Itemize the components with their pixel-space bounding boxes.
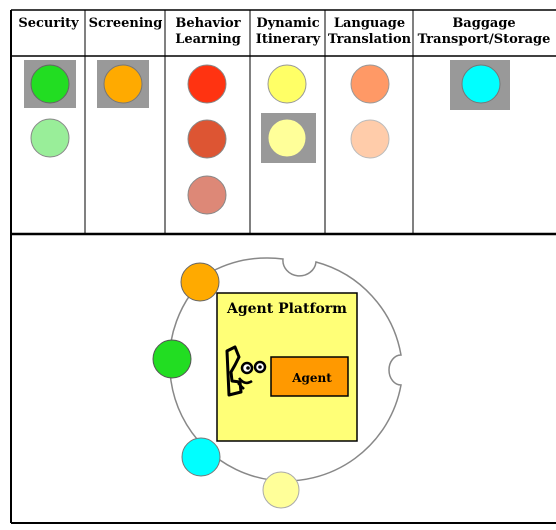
header-security-text: Security <box>18 16 79 31</box>
security-light-agent-circle <box>30 118 70 158</box>
header-baggage-line1: Baggage <box>452 16 516 31</box>
behavior-agent-circle-1 <box>187 64 227 104</box>
header-security: Security <box>12 16 85 32</box>
ring-agent-dynamic <box>262 471 300 509</box>
behavior-agent-circle-3 <box>187 175 227 215</box>
header-dynamic-line2: Itinerary <box>255 32 321 47</box>
header-behavior-line2: Learning <box>175 32 241 47</box>
header-baggage-line2: Transport/Storage <box>417 32 551 47</box>
ring-agent-screening <box>180 262 220 302</box>
header-dynamic-itinerary: Dynamic Itinerary <box>251 16 325 48</box>
header-language-line2: Translation <box>327 32 412 47</box>
ring-agent-security <box>152 339 192 379</box>
header-behavior-learning: Behavior Learning <box>166 16 250 48</box>
header-dynamic-line1: Dynamic <box>256 16 320 31</box>
dynamic-agent-circle-2 <box>267 118 307 158</box>
header-behavior-line1: Behavior <box>175 16 241 31</box>
dynamic-agent-circle-1 <box>267 64 307 104</box>
header-language-translation: Language Translation <box>326 16 413 48</box>
header-screening: Screening <box>86 16 165 32</box>
header-baggage: Baggage Transport/Storage <box>414 16 554 48</box>
behavior-agent-circle-2 <box>187 119 227 159</box>
ring-agent-baggage <box>181 437 221 477</box>
robot-agent-icon <box>225 345 267 397</box>
screening-agent-circle <box>103 64 143 104</box>
agent-platform-title: Agent Platform <box>226 301 347 317</box>
header-screening-text: Screening <box>88 16 163 31</box>
security-dark-agent-circle <box>30 64 70 104</box>
agent-label: Agent <box>291 371 332 385</box>
agent-box <box>270 356 349 397</box>
language-agent-circle-1 <box>350 64 390 104</box>
language-agent-circle-2 <box>350 119 390 159</box>
header-language-line1: Language <box>333 16 406 31</box>
baggage-agent-circle <box>461 64 501 104</box>
